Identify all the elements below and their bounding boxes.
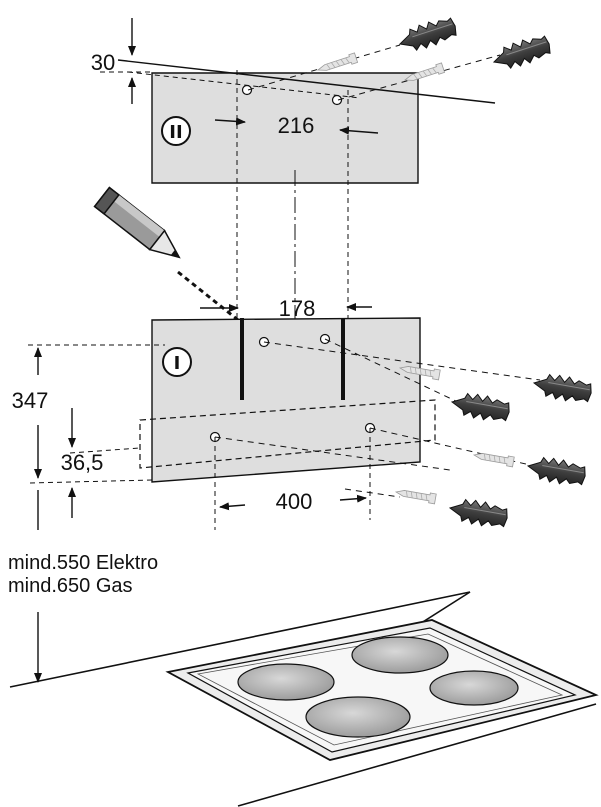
hob-icon xyxy=(165,619,599,761)
screw-icon xyxy=(316,52,358,76)
note-min-gas: mind.650 Gas xyxy=(8,575,133,597)
burner-front-left xyxy=(305,696,411,738)
vertical-dimensions: 347 36,5 xyxy=(12,344,165,683)
template-ii-badge xyxy=(161,116,191,146)
dimension-36-5: 36,5 xyxy=(61,450,104,475)
upper-template: II 216 xyxy=(117,59,496,470)
upper-hole-left xyxy=(241,84,253,96)
screw-icon xyxy=(394,486,437,505)
dimension-178: 178 xyxy=(279,296,316,321)
dimension-30-group: 30 xyxy=(91,18,150,104)
dimension-30: 30 xyxy=(91,50,115,75)
pencil-mark-line xyxy=(177,270,239,322)
dowel-icon xyxy=(395,14,460,56)
upper-fasteners xyxy=(247,14,554,101)
template-i-label: I xyxy=(174,353,181,374)
dimension-216: 216 xyxy=(278,113,315,138)
template-ii-label: II xyxy=(169,122,182,143)
dimension-400: 400 xyxy=(276,489,313,514)
dowel-icon xyxy=(449,389,512,425)
upper-hole-right xyxy=(331,94,343,106)
dowel-icon xyxy=(447,495,510,531)
dowel-icon xyxy=(531,370,594,406)
burner-front-right xyxy=(429,670,519,706)
screw-icon xyxy=(472,449,515,468)
lower-fasteners xyxy=(214,338,594,531)
dowel-icon xyxy=(525,453,588,489)
burner-back-right xyxy=(351,636,449,674)
dowel-icon xyxy=(489,32,554,74)
dimension-347: 347 xyxy=(12,388,49,413)
burner-back-left xyxy=(237,663,335,701)
note-min-electric: mind.550 Elektro xyxy=(8,552,158,574)
worktop-edges xyxy=(237,703,597,807)
pencil-icon xyxy=(93,186,181,259)
lower-template: I 178 400 xyxy=(69,296,436,530)
template-i-badge xyxy=(162,347,192,377)
